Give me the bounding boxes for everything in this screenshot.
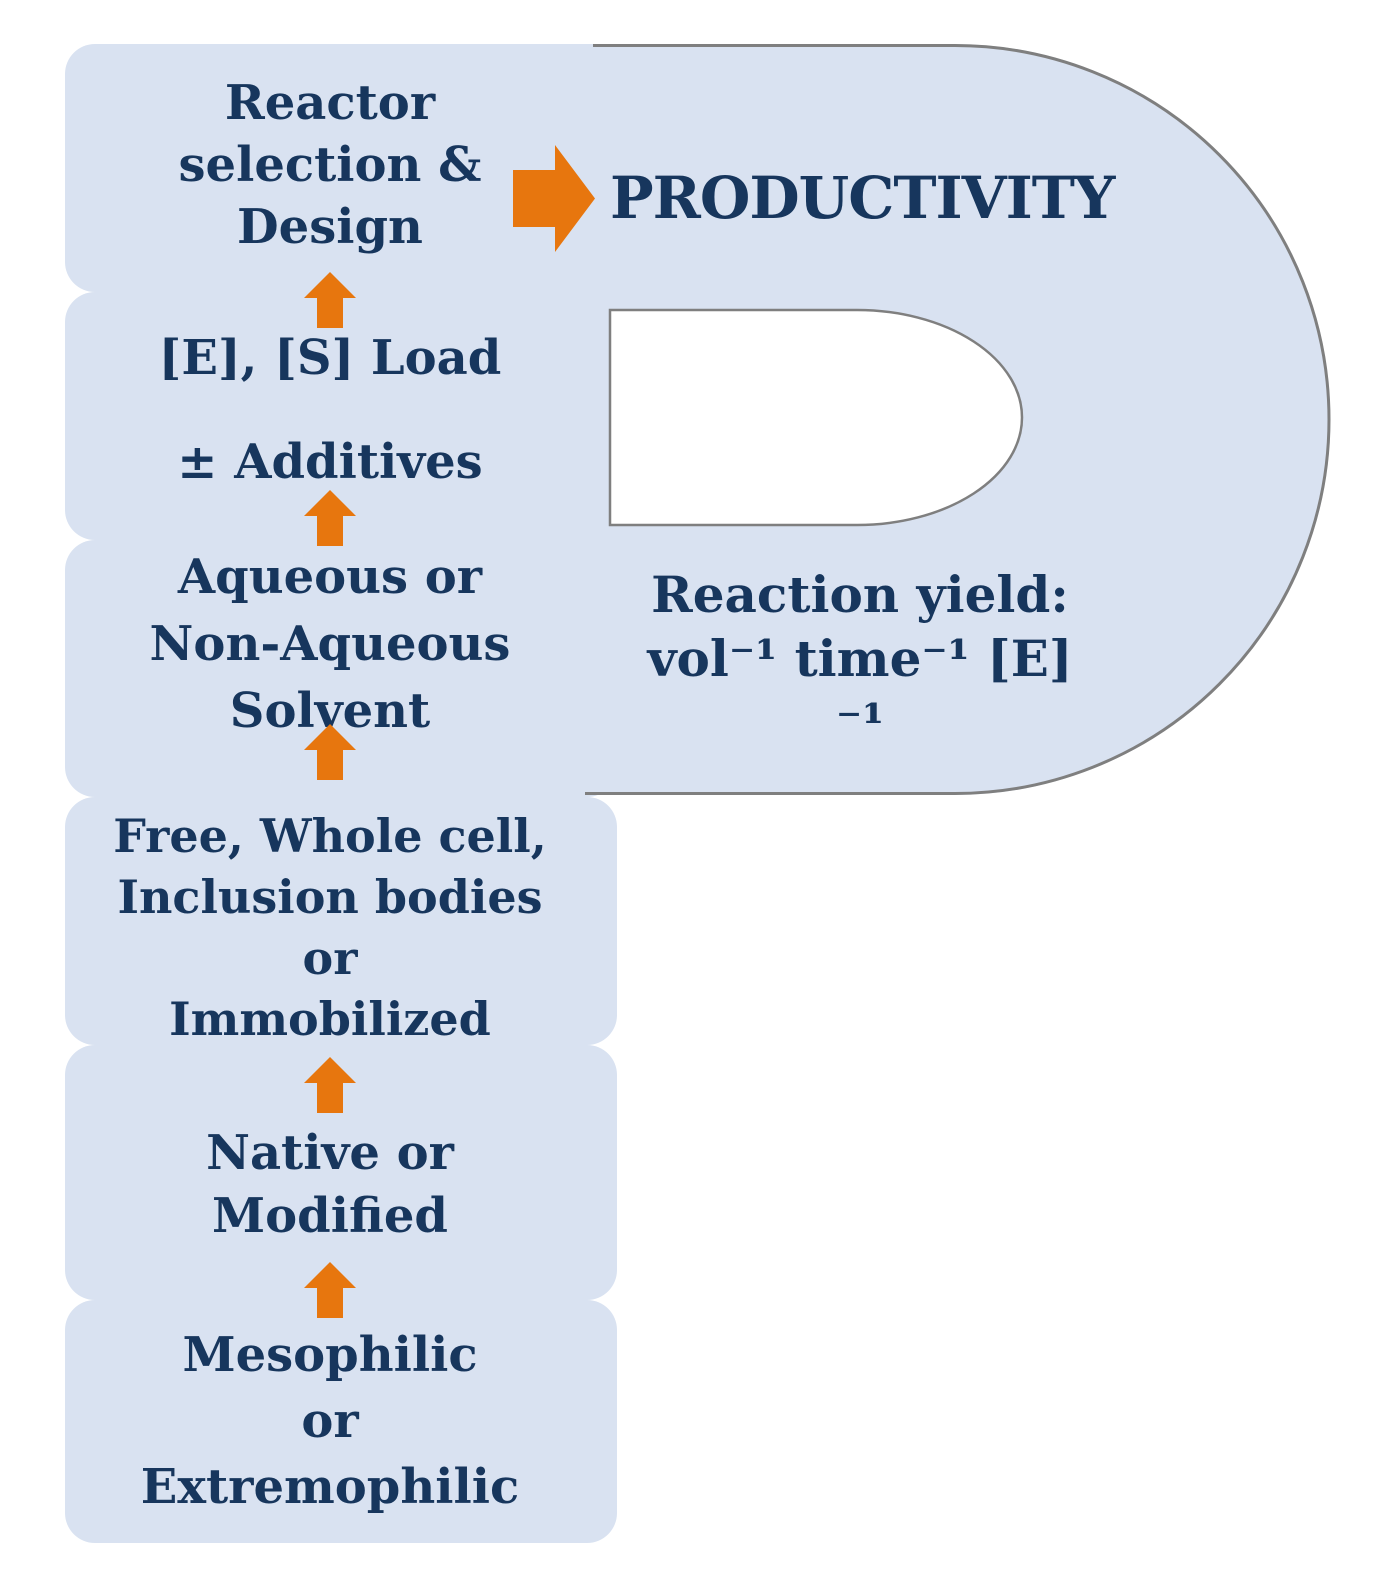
- box-line: ± Additives: [177, 434, 483, 490]
- flow-box-source-organism-label: Mesophilic or Extremophilic: [65, 1322, 595, 1520]
- box-line: Inclusion bodies: [117, 870, 543, 924]
- reaction-yield-line2: vol⁻¹ time⁻¹ [E] ⁻¹: [647, 629, 1073, 752]
- up-arrow-icon-1: [304, 272, 356, 328]
- flow-box-biocatalyst-form-label: Free, Whole cell, Inclusion bodies or Im…: [65, 806, 595, 1050]
- box-line: Immobilized: [169, 992, 491, 1046]
- right-arrow-icon: [513, 145, 595, 252]
- up-arrow-icon-4: [304, 1057, 356, 1113]
- flow-box-source-organism: [65, 1300, 617, 1543]
- flow-box-load-additives: [65, 292, 617, 540]
- up-arrow-icon-5: [304, 1262, 356, 1318]
- box-line: or: [302, 931, 358, 985]
- box-line: Modified: [212, 1188, 448, 1244]
- flow-box-solvent-label: Aqueous or Non-Aqueous Solvent: [65, 544, 595, 745]
- box-line: [E], [S] Load: [158, 330, 502, 386]
- flow-box-load-additives-label: [E], [S] Load ± Additives: [65, 330, 595, 490]
- letter-p-bowl-outline: [585, 44, 1331, 795]
- reaction-yield-line1: Reaction yield:: [651, 565, 1069, 624]
- box-line: Free, Whole cell,: [113, 809, 547, 863]
- up-arrow-icon-2: [304, 490, 356, 546]
- box-line: Mesophilic: [182, 1327, 478, 1383]
- letter-p-counter: [608, 308, 1024, 527]
- box-line: Design: [237, 199, 423, 255]
- box-line: Extremophilic: [140, 1459, 520, 1515]
- flow-box-biocatalyst-form: [65, 797, 617, 1045]
- productivity-title: PRODUCTIVITY: [610, 164, 1115, 232]
- box-line: Reactor: [224, 75, 436, 131]
- flow-box-reactor-design: [65, 44, 617, 292]
- box-line: or: [301, 1393, 359, 1449]
- box-line: Non-Aqueous: [149, 616, 511, 672]
- flow-box-enzyme-nature-label: Native or Modified: [65, 1122, 595, 1248]
- flow-box-reactor-design-label: Reactor selection & Design: [65, 72, 595, 258]
- box-line: Native or: [206, 1125, 454, 1181]
- box-line: selection &: [178, 137, 482, 193]
- reaction-yield-label: Reaction yield: vol⁻¹ time⁻¹ [E] ⁻¹: [620, 563, 1100, 755]
- box-line: Aqueous or: [177, 549, 483, 605]
- up-arrow-icon-3: [304, 724, 356, 780]
